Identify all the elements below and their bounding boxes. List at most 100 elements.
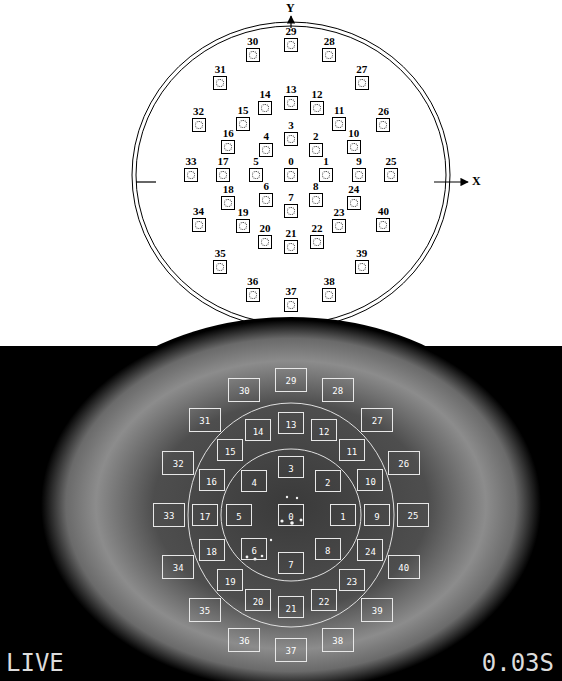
callout-number: 23	[334, 206, 345, 218]
callout-number: 35	[215, 247, 226, 259]
detector-ring	[219, 171, 227, 179]
overlay-box: 29	[275, 368, 307, 392]
overlay-box: 20	[245, 589, 271, 611]
detector-square: 37	[284, 298, 298, 312]
detector-ring	[287, 41, 295, 49]
detector-ring	[335, 120, 343, 128]
label-holder: 7	[288, 187, 294, 205]
callout-number: 38	[324, 275, 335, 287]
label-holder: 23	[334, 202, 345, 220]
overlay-box: 1	[330, 504, 356, 526]
overlay-box: 14	[245, 419, 271, 441]
detector-square: 16	[221, 140, 235, 154]
overlay-box: 8	[315, 538, 341, 560]
label-holder: 14	[259, 84, 270, 102]
box-number: 24	[365, 547, 376, 557]
label-holder: 40	[378, 201, 389, 219]
detector-ring	[322, 171, 330, 179]
detector-ring	[187, 171, 195, 179]
overlay-box: 16	[199, 469, 225, 491]
detector-square: 12	[310, 101, 324, 115]
callout-number: 27	[356, 63, 367, 75]
detector-square: 4	[259, 143, 273, 157]
detector-square: 7	[284, 204, 298, 218]
detector-square: 14	[258, 101, 272, 115]
detector-ring	[358, 263, 366, 271]
label-holder: 37	[286, 281, 297, 299]
box-number: 34	[173, 563, 184, 573]
overlay-box: 7	[278, 552, 304, 574]
overlay-box: 4	[241, 470, 267, 492]
overlay-box: 30	[228, 378, 260, 402]
label-holder: 12	[312, 84, 323, 102]
overlay-box: 6	[241, 538, 267, 560]
overlay-box: 22	[311, 589, 337, 611]
callout-number: 29	[286, 25, 297, 37]
detector-ring	[325, 51, 333, 59]
label-holder: 6	[264, 176, 270, 194]
box-number: 18	[206, 547, 217, 557]
detector-square: 22	[310, 235, 324, 249]
callout-number: 15	[237, 104, 248, 116]
detector-ring	[224, 199, 232, 207]
callout-number: 16	[223, 127, 234, 139]
detector-ring	[249, 51, 257, 59]
label-holder: 33	[186, 151, 197, 169]
label-holder: 21	[286, 223, 297, 241]
detector-square: 38	[322, 288, 336, 302]
callout-number: 32	[193, 105, 204, 117]
bright-spots	[246, 496, 303, 561]
label-holder: 34	[193, 201, 204, 219]
overlay-box: 23	[339, 569, 365, 591]
label-holder: 36	[247, 271, 258, 289]
box-number: 22	[318, 597, 329, 607]
detector-ring	[355, 171, 363, 179]
callout-number: 17	[218, 155, 229, 167]
box-number: 13	[286, 420, 297, 430]
overlay-box: 17	[192, 504, 218, 526]
callout-number: 11	[334, 104, 344, 116]
box-number: 27	[372, 416, 383, 426]
box-number: 1	[340, 512, 345, 522]
label-holder: 13	[286, 79, 297, 97]
callout-number: 25	[386, 155, 397, 167]
callout-number: 28	[324, 35, 335, 47]
detector-ring	[195, 221, 203, 229]
box-number: 14	[253, 427, 264, 437]
detector-square: 32	[192, 118, 206, 132]
detector-square: 20	[258, 235, 272, 249]
overlay-box: 0	[278, 504, 304, 526]
detector-square: 15	[236, 117, 250, 131]
box-number: 35	[199, 606, 210, 616]
callout-number: 19	[237, 206, 248, 218]
overlay-box: 37	[275, 638, 307, 662]
overlay-box: 36	[228, 628, 260, 652]
overlay-box: 31	[189, 408, 221, 432]
detector-square: 24	[347, 196, 361, 210]
overlay-box: 28	[322, 378, 354, 402]
overlay-box: 18	[199, 539, 225, 561]
inner-circle	[136, 26, 446, 324]
detector-ring	[379, 221, 387, 229]
callout-number: 30	[247, 35, 258, 47]
status-text: LIVE	[6, 650, 64, 676]
box-number: 12	[318, 427, 329, 437]
detector-square: 9	[352, 168, 366, 182]
box-number: 40	[398, 563, 409, 573]
label-holder: 29	[286, 21, 297, 39]
callout-number: 7	[288, 191, 294, 203]
box-number: 23	[346, 577, 357, 587]
box-number: 17	[200, 512, 211, 522]
overlay-box: 15	[217, 439, 243, 461]
detector-square: 13	[284, 96, 298, 110]
box-number: 36	[239, 636, 250, 646]
box-number: 30	[239, 386, 250, 396]
box-number: 32	[173, 459, 184, 469]
overlay-box: 33	[153, 503, 185, 527]
overlay-box: 32	[162, 451, 194, 475]
label-holder: 30	[247, 31, 258, 49]
detector-square: 23	[332, 219, 346, 233]
label-holder: 15	[237, 100, 248, 118]
detector-ring	[252, 171, 260, 179]
